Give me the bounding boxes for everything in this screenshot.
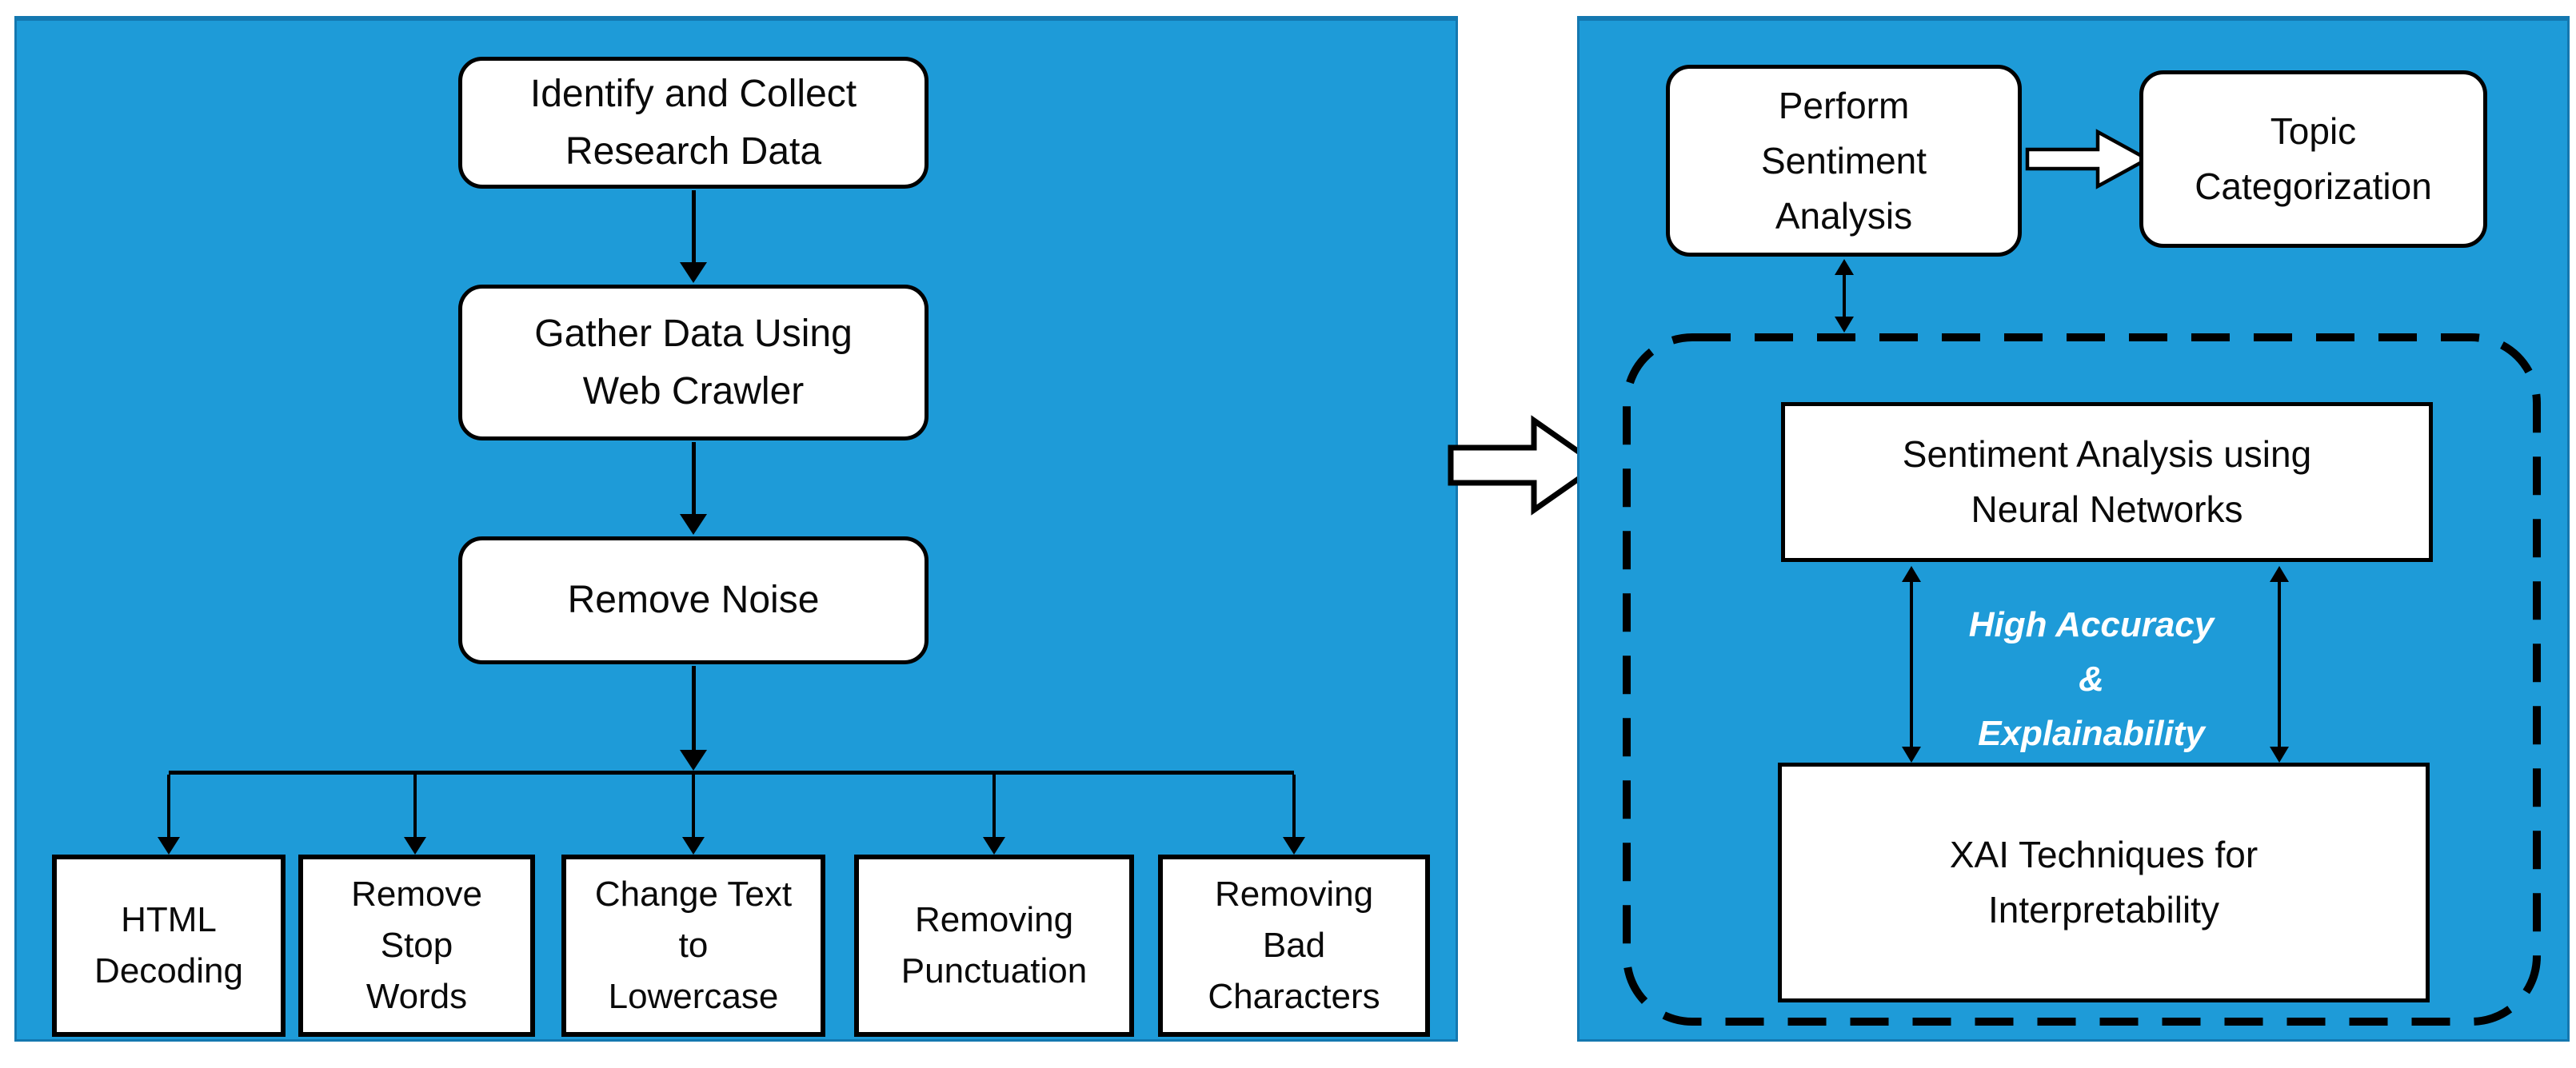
task-html-decoding-label: HTML Decoding [94, 900, 243, 990]
arrow-shaft [167, 775, 170, 837]
perform-sentiment-analysis-box: Perform Sentiment Analysis [1666, 65, 2022, 257]
sentiment-xai-panel: Perform Sentiment Analysis Topic Categor… [1577, 16, 2570, 1042]
arrow-shaft [691, 190, 696, 262]
accuracy-explainability-note: High Accuracy & Explainability [1968, 605, 2215, 754]
arrow-head [158, 837, 180, 855]
xai-group-dashed-border [1623, 333, 2541, 1026]
arrow-shaft [1843, 270, 1846, 321]
arrow-shaft [1910, 577, 1913, 751]
arrow-head [1902, 747, 1921, 763]
task-removing-punctuation-label: Removing Punctuation [901, 900, 1088, 990]
down-arrow-icon [680, 666, 707, 771]
arrow-head [2270, 566, 2289, 582]
double-arrow-icon [2268, 566, 2290, 763]
branch-connector-line [169, 771, 1294, 775]
right-block-arrow-icon [2025, 129, 2151, 189]
task-removing-punctuation-box: Removing Punctuation [854, 855, 1134, 1037]
topic-categorization-box: Topic Categorization [2139, 70, 2487, 248]
sentiment-nn-box: Sentiment Analysis using Neural Networks [1781, 402, 2433, 562]
task-lowercase-box: Change Text to Lowercase [561, 855, 825, 1037]
arrow-head [682, 837, 705, 855]
double-arrow-icon [1833, 259, 1855, 333]
task-removing-bad-characters-box: Removing Bad Characters [1158, 855, 1430, 1037]
step-remove-noise-label: Remove Noise [567, 579, 820, 621]
down-arrow-icon [983, 775, 1005, 855]
step-remove-noise-box: Remove Noise [458, 536, 929, 664]
arrow-head [404, 837, 426, 855]
arrow-shaft [2278, 577, 2281, 751]
double-arrow-icon [1900, 566, 1923, 763]
arrow-shaft [1292, 775, 1296, 837]
down-arrow-icon [680, 190, 707, 283]
arrow-shaft [692, 775, 695, 837]
step-gather-data-box: Gather Data Using Web Crawler [458, 285, 929, 440]
right-block-arrow-icon [1448, 415, 1604, 516]
arrow-head [680, 262, 707, 283]
arrow-shaft [691, 442, 696, 514]
arrow-shaft [691, 666, 696, 750]
step-identify-collect-label: Identify and Collect Research Data [529, 72, 857, 173]
arrow-shaft [992, 775, 996, 837]
down-arrow-icon [158, 775, 180, 855]
task-html-decoding-box: HTML Decoding [52, 855, 286, 1037]
xai-techniques-label: XAI Techniques for Interpretability [1949, 834, 2258, 931]
data-collection-panel: Identify and Collect Research Data Gathe… [14, 16, 1458, 1042]
task-remove-stop-words-box: Remove Stop Words [298, 855, 535, 1037]
perform-sentiment-analysis-label: Perform Sentiment Analysis [1760, 84, 1927, 237]
arrow-head [1283, 837, 1305, 855]
task-removing-bad-characters-label: Removing Bad Characters [1208, 875, 1380, 1016]
xai-techniques-box: XAI Techniques for Interpretability [1778, 763, 2430, 1002]
task-lowercase-label: Change Text to Lowercase [594, 875, 793, 1016]
task-remove-stop-words-label: Remove Stop Words [351, 875, 482, 1016]
down-arrow-icon [404, 775, 426, 855]
sentiment-nn-label: Sentiment Analysis using Neural Networks [1902, 433, 2312, 530]
down-arrow-icon [680, 442, 707, 535]
arrow-head [1835, 259, 1854, 275]
down-arrow-icon [682, 775, 705, 855]
arrow-head [1835, 317, 1854, 333]
step-gather-data-label: Gather Data Using Web Crawler [534, 312, 853, 412]
arrow-head [1902, 566, 1921, 582]
arrow-head [983, 837, 1005, 855]
down-arrow-icon [1283, 775, 1305, 855]
topic-categorization-label: Topic Categorization [2195, 110, 2432, 207]
arrow-head [680, 750, 707, 771]
step-identify-collect-box: Identify and Collect Research Data [458, 57, 929, 189]
arrow-head [2270, 747, 2289, 763]
arrow-head [680, 514, 707, 535]
arrow-shaft [413, 775, 417, 837]
